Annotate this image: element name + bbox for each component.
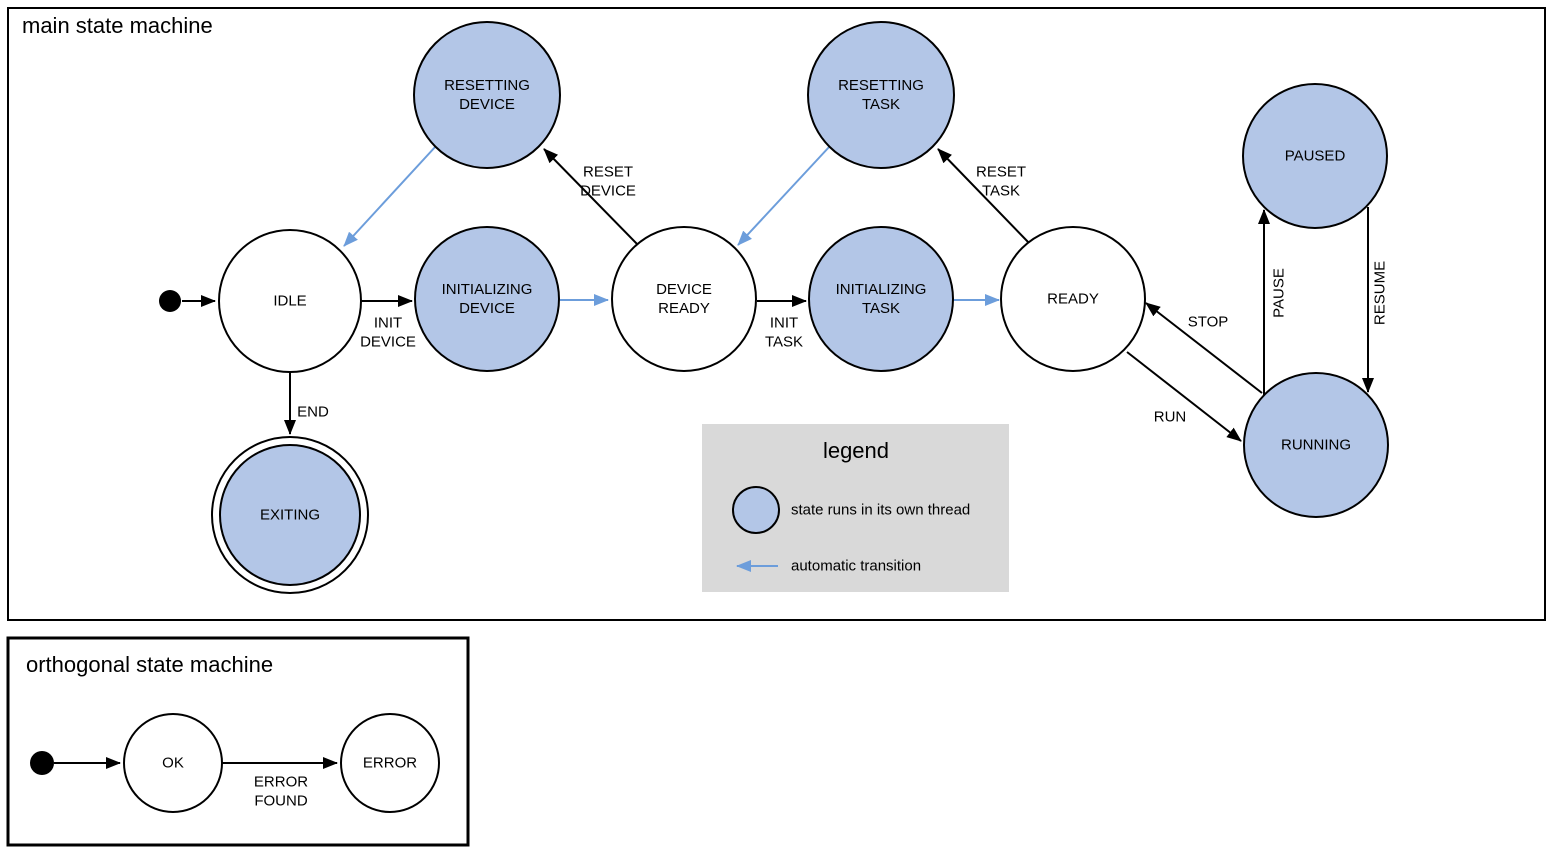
legend-thread-state-icon: [732, 486, 780, 534]
transition-label-device-ready-to-initializing-task: TASK: [765, 334, 803, 351]
state-label-device-ready: DEVICE: [656, 281, 712, 298]
state-resetting-device: [413, 21, 561, 169]
state-label-resetting-device: RESETTING: [444, 77, 530, 94]
state-label-resetting-task: RESETTING: [838, 77, 924, 94]
transition-label-device-ready-to-initializing-task: INIT: [770, 315, 798, 332]
state-resetting-task: [807, 21, 955, 169]
state-label-exiting: EXITING: [260, 507, 320, 524]
transition-resetting-task-to-device-ready-auto: [737, 145, 831, 246]
transition-label-ready-to-running-run: RUN: [1154, 409, 1187, 426]
nodes-layer: IDLE RESETTING DEVICE INITIALIZING DEVICE DEV…: [30, 21, 1389, 813]
transition-label-running-to-paused-pause: PAUSE: [1271, 268, 1288, 318]
legend-title: legend: [823, 438, 889, 463]
transition-ready-to-resetting-task: [937, 148, 1031, 245]
transition-label-idle-to-initializing-device: DEVICE: [360, 334, 416, 351]
initial-main-dot: [159, 290, 181, 312]
state-error: [340, 713, 440, 813]
state-ready: [1000, 226, 1146, 372]
state-running: [1243, 372, 1389, 518]
state-paused: [1242, 83, 1388, 229]
state-label-error: ERROR: [363, 755, 417, 772]
transition-ready-to-running-run: [1126, 351, 1242, 442]
state-exiting: [219, 444, 361, 586]
panel-title-main: main state machine: [22, 13, 213, 38]
transition-running-to-ready-stop: [1145, 302, 1263, 394]
state-ok: [123, 713, 223, 813]
transition-label-paused-to-running-resume: RESUME: [1372, 261, 1389, 325]
state-label-resetting-device: DEVICE: [459, 96, 515, 113]
legend-item-label: state runs in its own thread: [791, 502, 970, 519]
transition-device-ready-to-resetting-device: [543, 148, 639, 246]
transition-label-device-ready-to-resetting-device: RESET: [583, 164, 633, 181]
transition-label-ready-to-resetting-task: RESET: [976, 164, 1026, 181]
state-initializing-device: [414, 226, 560, 372]
transition-label-running-to-ready-stop: STOP: [1188, 314, 1229, 331]
initial-orthogonal-dot: [30, 751, 54, 775]
state-label-idle: IDLE: [273, 293, 306, 310]
state-label-initializing-device: DEVICE: [459, 300, 515, 317]
state-label-running: RUNNING: [1281, 437, 1351, 454]
state-device-ready: [611, 226, 757, 372]
transition-resetting-device-to-idle-auto: [343, 145, 437, 247]
state-label-initializing-task: INITIALIZING: [836, 281, 927, 298]
transition-label-idle-to-initializing-device: INIT: [374, 315, 402, 332]
transition-label-idle-to-exiting: END: [297, 404, 329, 421]
state-label-device-ready: READY: [658, 300, 710, 317]
state-label-paused: PAUSED: [1285, 148, 1346, 165]
state-label-initializing-device: INITIALIZING: [442, 281, 533, 298]
state-label-ready: READY: [1047, 291, 1099, 308]
legend-item-label: automatic transition: [791, 558, 921, 575]
transition-label-device-ready-to-resetting-device: DEVICE: [580, 183, 636, 200]
transition-label-ok-to-error: FOUND: [254, 793, 307, 810]
legend-layer: legend state runs in its own thread automa…: [702, 424, 1009, 592]
edges-layer: INIT DEVICE RESET DEVICE INIT TASK RESET TASK EN…: [54, 145, 1389, 810]
transition-label-ready-to-resetting-task: TASK: [982, 183, 1020, 200]
state-label-initializing-task: TASK: [862, 300, 900, 317]
panel-title-orthogonal: orthogonal state machine: [26, 652, 273, 677]
state-initializing-task: [808, 226, 954, 372]
state-idle: [218, 229, 362, 373]
state-label-resetting-task: TASK: [862, 96, 900, 113]
state-label-ok: OK: [162, 755, 184, 772]
transition-label-ok-to-error: ERROR: [254, 774, 308, 791]
